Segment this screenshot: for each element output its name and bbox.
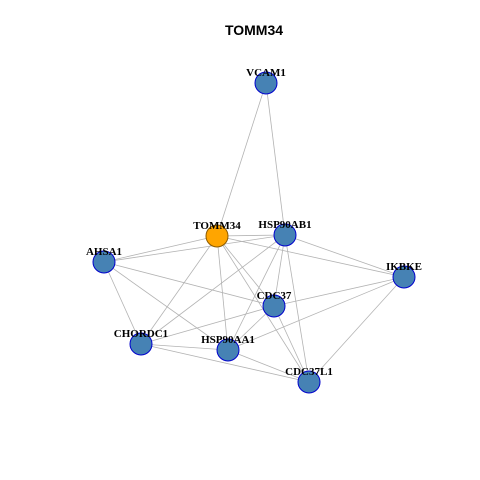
diagram-title: TOMM34	[225, 22, 283, 38]
node-label-ikbke: IKBKE	[386, 261, 422, 273]
edge-hsp90ab1-ikbke	[284, 234, 405, 278]
edge-ahsa1-hsp90aa1	[103, 261, 229, 351]
node-hsp90aa1	[216, 338, 240, 362]
node-label-vcam1: VCAM1	[246, 67, 286, 79]
edge-ahsa1-chordc1	[103, 261, 142, 345]
node-label-hsp90ab1: HSP90AB1	[258, 219, 311, 231]
node-cdc37	[262, 294, 286, 318]
node-hsp90ab1	[273, 223, 297, 247]
edge-tomm34-ahsa1	[103, 235, 218, 263]
node-ahsa1	[92, 250, 116, 274]
edge-tomm34-chordc1	[140, 235, 218, 345]
edge-vcam1-tomm34	[216, 82, 267, 237]
edge-ahsa1-cdc37	[103, 261, 275, 307]
node-label-ahsa1: AHSA1	[86, 246, 122, 258]
edge-hsp90aa1-cdc37l1	[227, 349, 310, 383]
edge-ikbke-hsp90aa1	[227, 276, 405, 351]
node-label-tomm34: TOMM34	[193, 220, 241, 232]
edge-hsp90ab1-ahsa1	[103, 234, 286, 263]
edge-vcam1-hsp90ab1	[265, 82, 286, 236]
edge-chordc1-hsp90aa1	[140, 343, 229, 351]
edge-tomm34-cdc37	[216, 235, 275, 307]
edge-hsp90ab1-chordc1	[140, 234, 286, 345]
node-chordc1	[129, 332, 153, 356]
node-label-hsp90aa1: HSP90AA1	[201, 334, 255, 346]
edge-hsp90ab1-cdc37	[273, 234, 286, 307]
edge-tomm34-ikbke	[216, 235, 405, 278]
edge-ikbke-cdc37	[273, 276, 405, 307]
edge-hsp90ab1-cdc37l1	[284, 234, 310, 383]
node-tomm34	[205, 224, 229, 248]
node-cdc37l1	[297, 370, 321, 394]
node-layer	[92, 71, 416, 394]
node-label-cdc37: CDC37	[257, 290, 292, 302]
edge-cdc37-chordc1	[140, 305, 275, 345]
node-ikbke	[392, 265, 416, 289]
edge-cdc37-cdc37l1	[273, 305, 310, 383]
edge-hsp90ab1-hsp90aa1	[227, 234, 286, 351]
node-label-chordc1: CHORDC1	[114, 328, 168, 340]
node-label-cdc37l1: CDC37L1	[285, 366, 333, 378]
node-vcam1	[254, 71, 278, 95]
edge-chordc1-cdc37l1	[140, 343, 310, 383]
edge-ikbke-cdc37l1	[308, 276, 405, 383]
